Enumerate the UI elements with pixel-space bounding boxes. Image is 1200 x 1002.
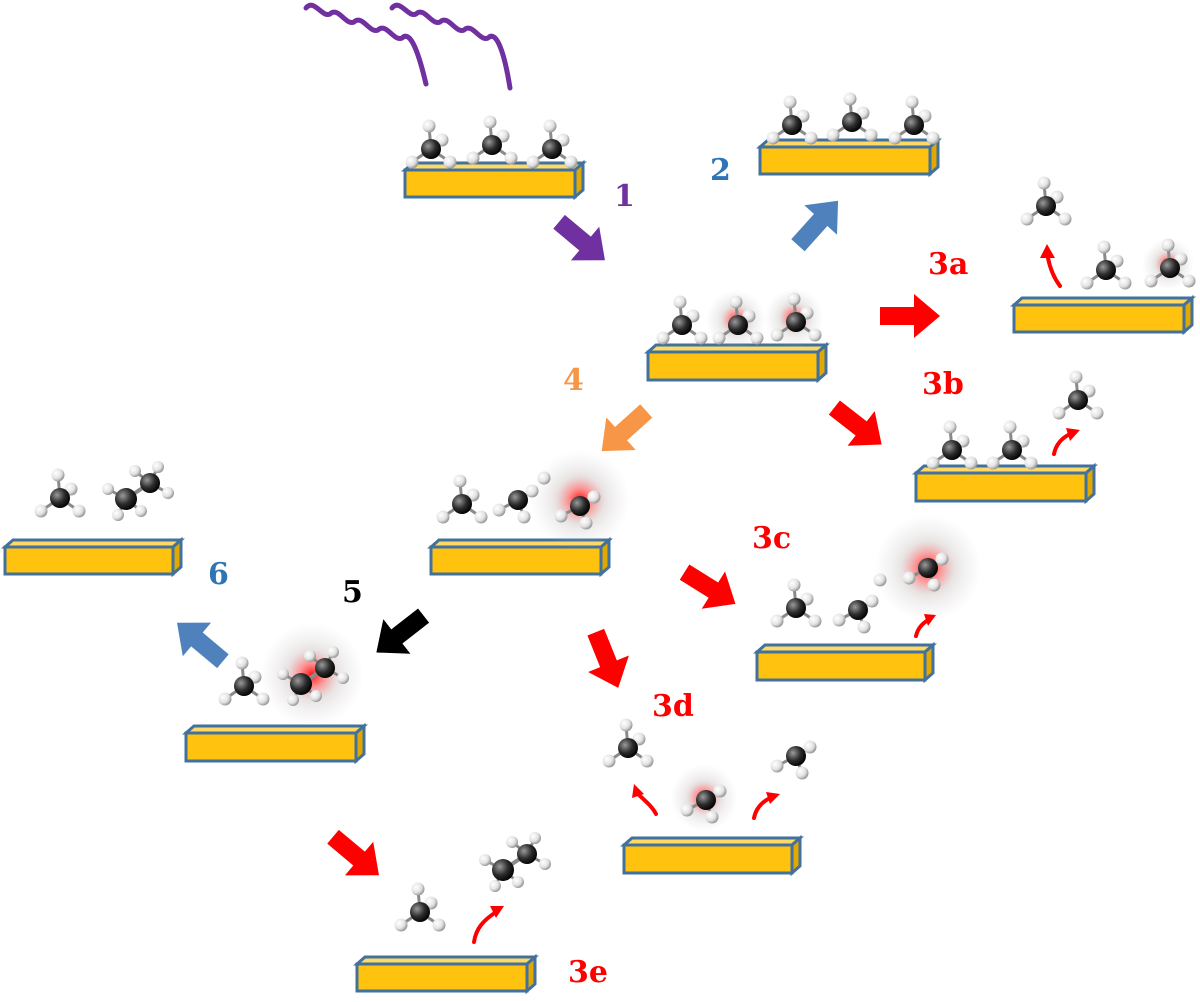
- methane-molecule-icon: [393, 881, 447, 933]
- substrate-slab-step3c: [753, 641, 937, 684]
- substrate-slab-step6: [1, 536, 185, 578]
- substrate-slab-step3d: [620, 834, 804, 877]
- step3c-arrow-icon: [672, 553, 748, 623]
- arrowhead-icon: [632, 784, 644, 798]
- step2-arrow-icon: [781, 185, 855, 261]
- methane-molecule-icon: [769, 577, 823, 629]
- methane-molecule-icon: [525, 118, 579, 170]
- step1-label: 1: [614, 179, 635, 214]
- arrowhead-icon: [924, 614, 936, 626]
- step2-label: 2: [710, 153, 731, 188]
- hydrogen-atom-icon: [537, 471, 551, 485]
- step1-arrow-icon: [544, 204, 620, 278]
- step3d-label: 3d: [652, 689, 694, 724]
- substrate-slab-step3e: [353, 953, 539, 995]
- methane-molecule-icon: [601, 717, 655, 769]
- methyl-radical-icon: [769, 739, 818, 781]
- arrowhead-icon: [490, 906, 504, 918]
- curved-arrow-icon: [914, 618, 930, 638]
- substrate-slab-step3a: [1010, 294, 1196, 336]
- substrate-slab-excited: [644, 341, 830, 384]
- methane-molecule-icon: [925, 419, 979, 471]
- methane-molecule-icon: [465, 114, 519, 166]
- step6-label: 6: [208, 557, 229, 592]
- methane-molecule-icon: [765, 94, 819, 146]
- substrate-slab-initial: [401, 159, 587, 201]
- substrate-slab-step4: [427, 536, 613, 578]
- methane-molecule-icon: [435, 473, 489, 525]
- substrate-slab-step3b: [912, 462, 1098, 505]
- methane-molecule-icon: [1051, 369, 1105, 421]
- step4-label: 4: [563, 363, 584, 398]
- methyl-radical-icon: [831, 593, 880, 635]
- step6-arrow-icon: [162, 605, 238, 679]
- step3c-label: 3c: [752, 521, 791, 556]
- methane-molecule-icon: [655, 294, 709, 346]
- methane-molecule-icon: [825, 91, 879, 143]
- step3b-label: 3b: [922, 367, 964, 402]
- step5-arrow-icon: [362, 598, 438, 670]
- curved-arrow-icon: [472, 910, 498, 944]
- arrowhead-icon: [766, 792, 780, 804]
- photon-waves: [303, 2, 513, 91]
- curved-arrow-icon: [1052, 432, 1072, 456]
- substrate-slab-step2: [756, 136, 942, 178]
- hydrogen-atom-icon: [873, 573, 887, 587]
- arrowhead-icon: [1066, 428, 1080, 441]
- ethane-molecule-icon: [477, 830, 553, 894]
- substrate-slab-step5: [182, 722, 368, 765]
- methane-molecule-icon: [1079, 239, 1133, 291]
- ethane-molecule-icon: [100, 459, 176, 523]
- methane-molecule-icon: [33, 467, 87, 519]
- arrowhead-icon: [1040, 244, 1055, 258]
- step3d-arrow-icon: [575, 623, 639, 697]
- methane-molecule-icon: [887, 94, 941, 146]
- step5-label: 5: [342, 575, 363, 610]
- curved-arrow-icon: [752, 796, 772, 820]
- methane-molecule-icon: [1019, 175, 1073, 227]
- methane-molecule-icon: [985, 419, 1039, 471]
- photon-wave-icon: [389, 2, 513, 91]
- step3b-arrow-icon: [820, 390, 896, 462]
- step3e-arrow-icon: [318, 819, 394, 893]
- desorption-arrowheads: [490, 244, 1080, 918]
- step3a-arrow-icon: [880, 294, 940, 338]
- curved-arrow-icon: [636, 792, 658, 816]
- methane-molecule-icon: [404, 118, 458, 170]
- step3e-label: 3e: [568, 955, 608, 990]
- desorption-arrows: [472, 256, 1072, 944]
- step3a-label: 3a: [928, 247, 968, 282]
- curved-arrow-icon: [1046, 256, 1062, 288]
- photon-wave-icon: [303, 2, 429, 87]
